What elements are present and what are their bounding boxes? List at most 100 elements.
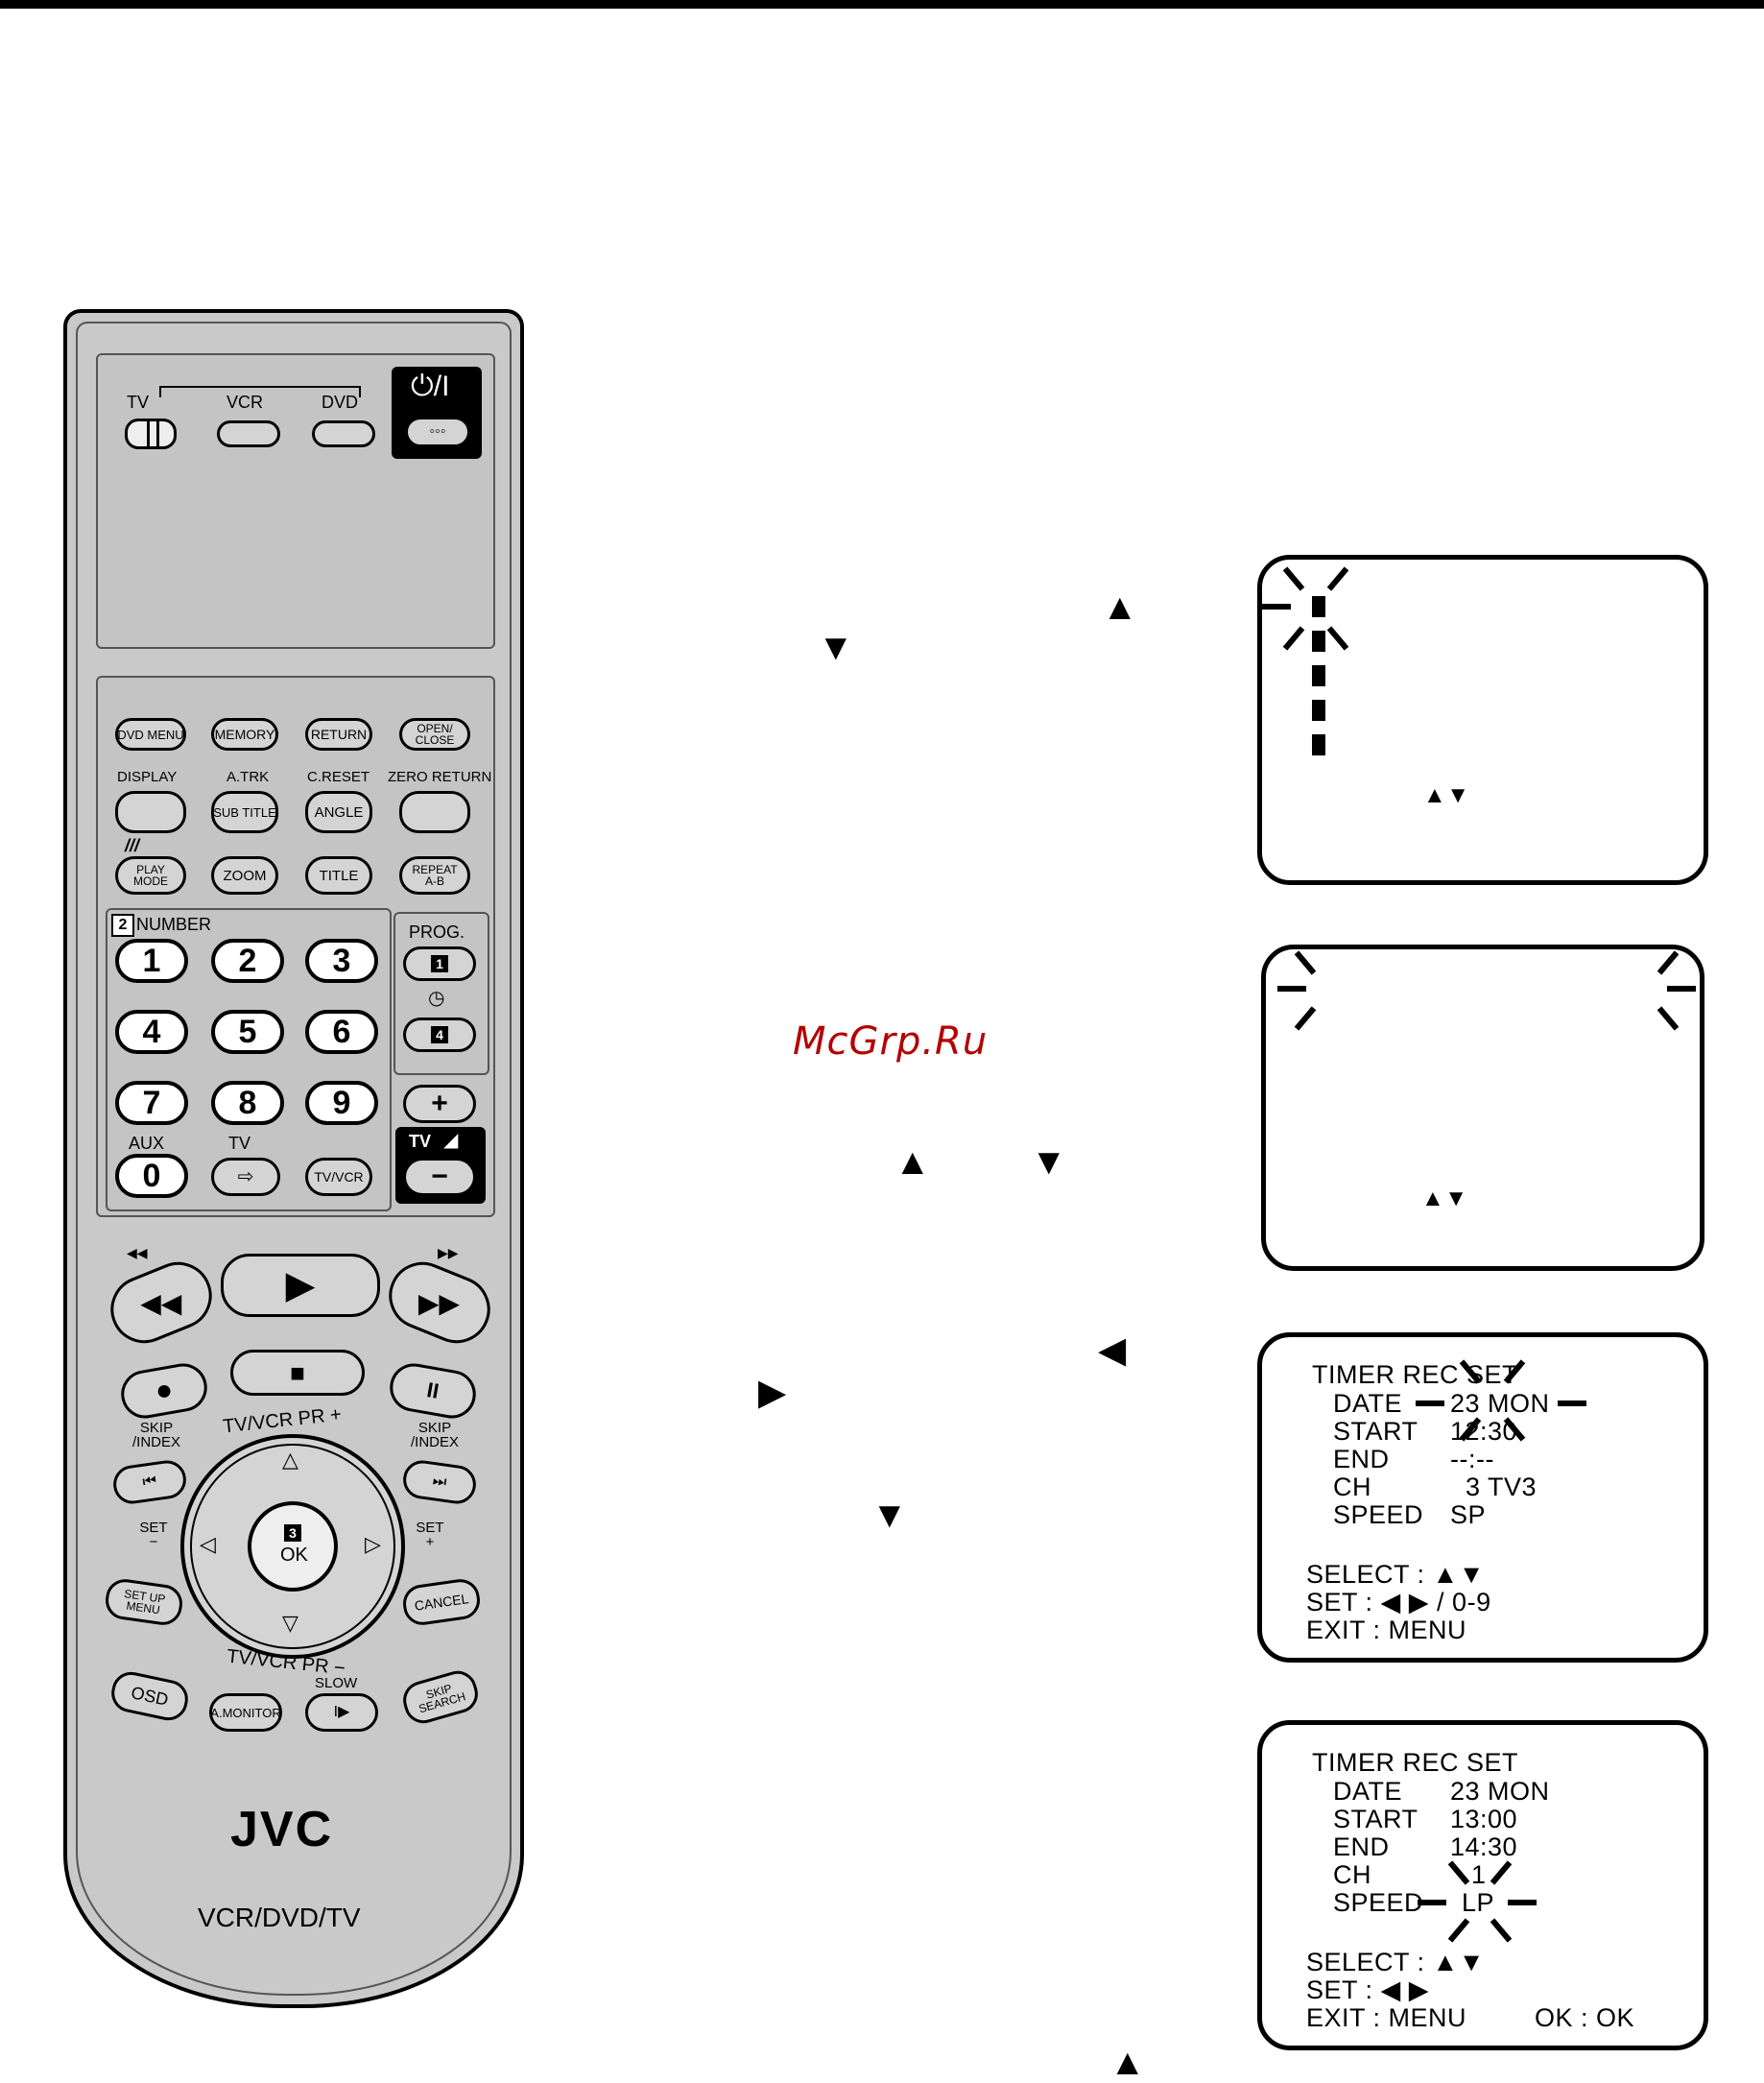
nav-right-icon: ▷ (365, 1532, 381, 1556)
up-arrow-icon: ▲ (1102, 587, 1138, 628)
blink-ray (1418, 1900, 1446, 1905)
atrk-label: A.TRK (226, 769, 270, 785)
input-icon: ⇨ (237, 1166, 254, 1187)
nav-right-button[interactable]: ▷ (365, 1534, 381, 1555)
stop-button[interactable]: ■ (230, 1350, 365, 1396)
remote-control: TV VCR DVD ⏻/I ◦◦◦ DVD MENU MEMORY RETUR… (63, 309, 524, 2008)
ffwd-small-icon: ▶▶ (438, 1245, 459, 1260)
prog-area (393, 912, 489, 1075)
blink-ray (1667, 986, 1696, 992)
digit-3-button[interactable]: 3 (305, 939, 378, 983)
display-button[interactable] (115, 791, 186, 833)
screen-3-exit: EXIT : MENU (1306, 1616, 1467, 1644)
memory-button[interactable]: MEMORY (211, 718, 278, 751)
screen-4-date-value: 23 MON (1450, 1777, 1550, 1806)
digit-8-button[interactable]: 8 (211, 1081, 284, 1125)
zero-return-label: ZERO RETURN (388, 769, 492, 785)
tv-vcr-button[interactable]: TV/VCR (305, 1158, 372, 1196)
ok-button[interactable] (248, 1501, 338, 1592)
nav-up-button[interactable]: △ (282, 1449, 298, 1471)
prog-4-button[interactable]: 4 (403, 1018, 476, 1052)
jvc-logo: JVC (230, 1802, 334, 1857)
digit-0-button[interactable]: 0 (115, 1154, 188, 1198)
play-mode-button[interactable]: PLAY MODE (115, 856, 186, 895)
aux-label: AUX (129, 1134, 165, 1153)
stop-icon: ■ (290, 1357, 305, 1387)
play-button[interactable]: ▶ (221, 1254, 380, 1317)
skip-back-icon: ⏮ (141, 1472, 158, 1491)
screen-3-end-value: --:-- (1450, 1445, 1494, 1473)
screen-4-exit: EXIT : MENU (1306, 2003, 1467, 2032)
pause-icon: II (424, 1377, 441, 1403)
vcr-button[interactable] (217, 420, 280, 447)
tv-slide-switch[interactable] (125, 419, 177, 449)
screen-3-set: SET : ◀ ▶ / 0-9 (1306, 1588, 1491, 1616)
blink-ray (1447, 1918, 1470, 1943)
ok-badge: 3 (284, 1524, 301, 1542)
playmode-mark: /// (125, 836, 140, 855)
number-badge: 2 (111, 914, 134, 937)
digit-5-button[interactable]: 5 (211, 1010, 284, 1054)
title-button[interactable]: TITLE (305, 856, 372, 895)
zoom-button[interactable]: ZOOM (211, 856, 278, 895)
digit-6-button[interactable]: 6 (305, 1010, 378, 1054)
slow-icon: I▶ (333, 1704, 350, 1720)
blink-block (1312, 631, 1325, 652)
screen-4-ch-value: 1 (1471, 1860, 1487, 1889)
digit-1-button[interactable]: 1 (115, 939, 188, 983)
input-button[interactable]: ⇨ (211, 1158, 280, 1196)
screen-4-speed-value: LP (1462, 1888, 1495, 1917)
power-label: ⏻/I (411, 371, 450, 402)
repeat-ab-button[interactable]: REPEAT A-B (399, 856, 470, 895)
volume-icon: ◢ (443, 1130, 459, 1151)
subtitle-button[interactable]: SUB TITLE (211, 791, 278, 833)
power-button[interactable]: ◦◦◦ (405, 417, 470, 447)
display-label: DISPLAY (117, 769, 178, 785)
blink-block (1312, 700, 1325, 721)
prog-1-button[interactable]: 1 (403, 946, 476, 981)
blink-ray (1490, 1860, 1513, 1885)
screen-3: TIMER REC SET DATE START END CH SPEED 23… (1257, 1332, 1708, 1663)
volume-minus-button[interactable]: − (403, 1158, 476, 1196)
model-label: VCR/DVD/TV (198, 1903, 361, 1932)
top-rule (0, 0, 1764, 9)
mode-dvd-label: DVD (322, 393, 359, 412)
return-button[interactable]: RETURN (305, 718, 372, 751)
nav-down-button[interactable]: ▽ (282, 1613, 298, 1634)
right-arrow-icon: ▶ (758, 1373, 787, 1413)
screen-2: ▲▼ (1261, 945, 1704, 1271)
dvd-menu-button[interactable]: DVD MENU (115, 718, 186, 751)
slow-button[interactable]: I▶ (305, 1693, 378, 1732)
a-monitor-button[interactable]: A.MONITOR (209, 1693, 282, 1732)
blink-ray (1326, 566, 1349, 591)
dvd-button[interactable] (312, 420, 375, 447)
mode-vcr-label: VCR (226, 393, 264, 412)
nav-left-button[interactable]: ◁ (200, 1534, 216, 1555)
screen-4: TIMER REC SET DATE START END CH SPEED 23… (1257, 1720, 1708, 2050)
skip-index-left-label: SKIP /INDEX (131, 1420, 180, 1450)
skip-forward-icon: ⏭ (431, 1472, 448, 1491)
digit-4-button[interactable]: 4 (115, 1010, 188, 1054)
nav-up-icon: △ (282, 1448, 298, 1472)
screen-4-ch-label: CH (1333, 1860, 1371, 1889)
volume-plus-button[interactable]: + (403, 1085, 476, 1123)
blink-ray (1282, 626, 1305, 651)
blink-ray (1416, 1401, 1444, 1406)
zero-return-button[interactable] (399, 791, 470, 833)
digit-9-button[interactable]: 9 (305, 1081, 378, 1125)
blink-block (1312, 734, 1325, 755)
blink-block (1312, 665, 1325, 686)
screen-4-end-label: END (1333, 1832, 1390, 1861)
mode-tv-label: TV (127, 393, 150, 412)
angle-button[interactable]: ANGLE (305, 791, 372, 833)
slow-label: SLOW (315, 1675, 358, 1691)
screen-4-set: SET : ◀ ▶ (1306, 1975, 1430, 2004)
screen-4-select: SELECT : ▲▼ (1306, 1948, 1485, 1976)
rew-small-icon: ◀◀ (127, 1245, 148, 1260)
up-arrow-icon-2: ▲ (894, 1142, 931, 1183)
screen-4-start-value: 13:00 (1450, 1805, 1518, 1833)
digit-2-button[interactable]: 2 (211, 939, 284, 983)
digit-7-button[interactable]: 7 (115, 1081, 188, 1125)
screen-3-ch-value: 3 TV3 (1466, 1472, 1538, 1501)
open-close-button[interactable]: OPEN/ CLOSE (399, 718, 470, 751)
